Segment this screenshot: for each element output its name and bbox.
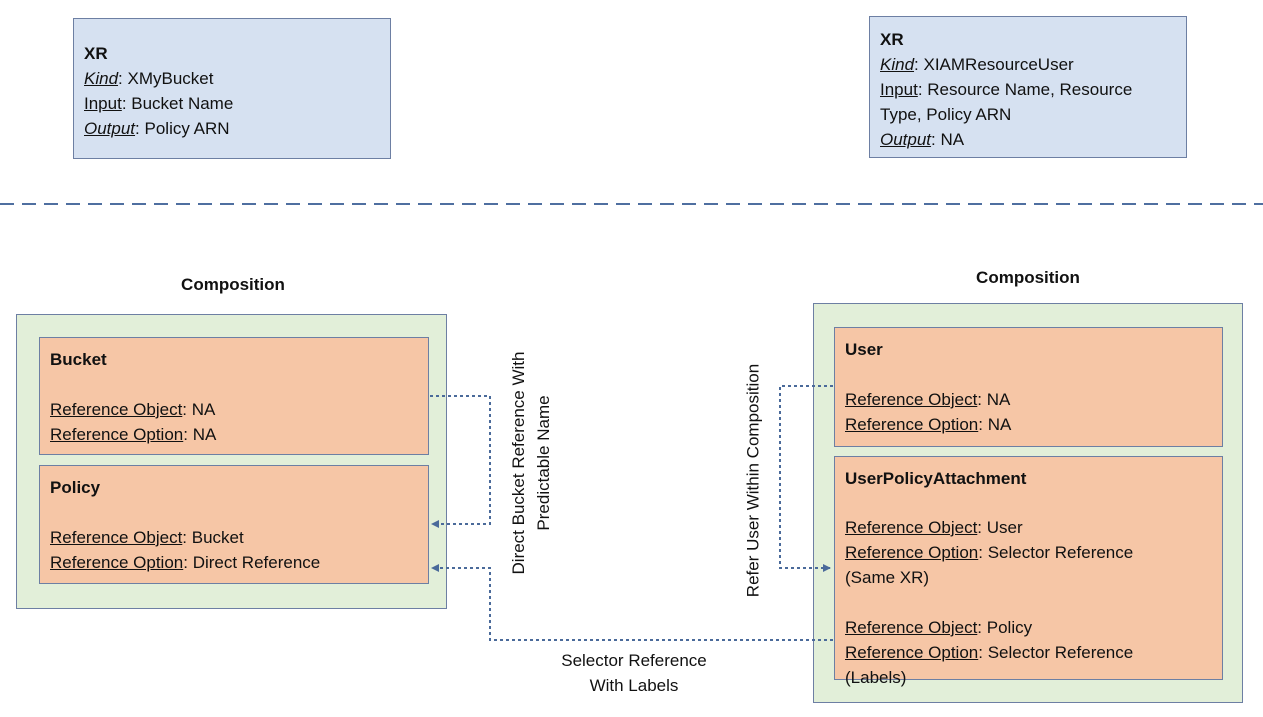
- composition-left-heading: Composition: [181, 275, 285, 294]
- xr-right-title: XR: [880, 30, 904, 49]
- xr-right-output: Output: NA: [880, 130, 965, 149]
- user-ref-option: Reference Option: NA: [845, 415, 1012, 434]
- policy-ref-option: Reference Option: Direct Reference: [50, 553, 321, 572]
- xr-left-title: XR: [84, 44, 108, 63]
- refer-user-within-composition-label: Refer User Within Composition: [743, 363, 763, 598]
- upa-title: UserPolicyAttachment: [845, 469, 1027, 488]
- bucket-box: Bucket Reference Object: NA Reference Op…: [39, 337, 429, 455]
- upa-ref-object-1: Reference Object: User: [845, 518, 1023, 537]
- upa-ref-object-2: Reference Object: Policy: [845, 618, 1033, 637]
- upa-ref-option-2: Reference Option: Selector Reference: [845, 643, 1134, 662]
- xr-right-kind: Kind: XIAMResourceUser: [880, 55, 1074, 74]
- xr-left-output: Output: Policy ARN: [84, 119, 230, 138]
- selector-reference-label: Selector Reference With Labels: [561, 651, 707, 695]
- direct-bucket-reference-label: Direct Bucket Reference With Predictable…: [509, 351, 553, 575]
- selector-labels-connector: [431, 564, 833, 641]
- policy-title: Policy: [50, 478, 101, 497]
- xr-right-input: Input: Resource Name, Resource Type, Pol…: [880, 80, 1133, 124]
- policy-box: Policy Reference Object: Bucket Referenc…: [39, 465, 429, 584]
- upa-ref-option-1: Reference Option: Selector Reference: [845, 543, 1134, 562]
- upa-ref-option-2-extra: (Labels): [845, 668, 907, 687]
- xr-right-box: XR Kind: XIAMResourceUser Input: Resourc…: [869, 16, 1187, 158]
- user-policy-attachment-box: UserPolicyAttachment Reference Object: U…: [834, 456, 1223, 687]
- bucket-ref-object: Reference Object: NA: [50, 400, 216, 419]
- composition-right-heading: Composition: [976, 268, 1080, 287]
- xr-left-box: XR Kind: XMyBucket Input: Bucket Name Ou…: [73, 18, 391, 159]
- user-box: User Reference Object: NA Reference Opti…: [834, 327, 1223, 447]
- bucket-title: Bucket: [50, 350, 107, 369]
- xr-left-input: Input: Bucket Name: [84, 94, 234, 113]
- bucket-ref-option: Reference Option: NA: [50, 425, 217, 444]
- upa-ref-option-1-extra: (Same XR): [845, 568, 930, 587]
- policy-ref-object: Reference Object: Bucket: [50, 528, 244, 547]
- xr-left-kind: Kind: XMyBucket: [84, 69, 214, 88]
- user-title: User: [845, 340, 883, 359]
- user-ref-object: Reference Object: NA: [845, 390, 1011, 409]
